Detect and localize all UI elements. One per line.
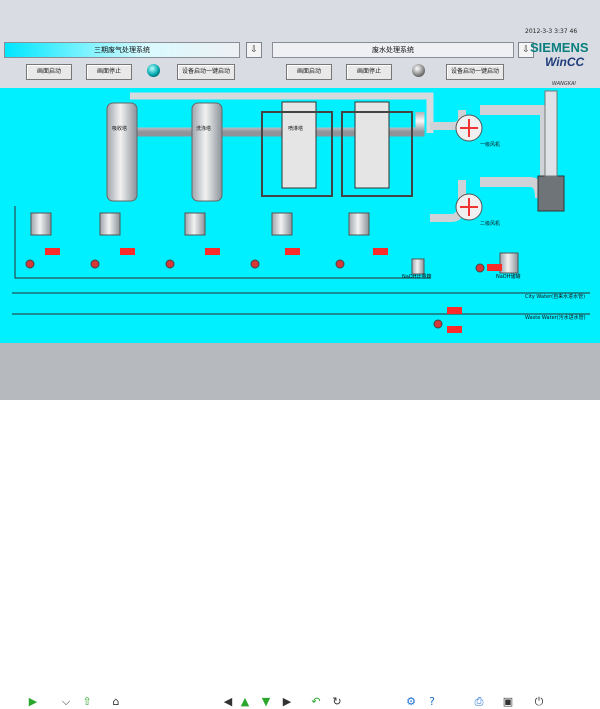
- pump-4: [250, 259, 260, 269]
- left-system-title[interactable]: 三期废气处理系统: [4, 42, 240, 58]
- fan-label-1: 一级风机: [480, 141, 500, 148]
- off-tag-8: [447, 326, 462, 333]
- fan-1-blades: [460, 119, 478, 137]
- author-label: WANGKAI: [552, 81, 576, 87]
- up-icon[interactable]: ⇧: [82, 695, 92, 708]
- header-pipe-1: [14, 206, 430, 279]
- off-tag-3: [205, 248, 220, 255]
- left-stop-button[interactable]: 画面停止: [86, 64, 132, 80]
- top-duct-upper: [130, 92, 434, 133]
- tower-label-3: 喷淋塔: [288, 125, 303, 132]
- filter-icon[interactable]: ⌵: [61, 695, 71, 708]
- pump-6: [475, 263, 485, 273]
- tower-1: [106, 102, 138, 202]
- right-one-click-start-button[interactable]: 设备启动一键启动: [446, 64, 504, 80]
- refresh-icon[interactable]: ↻: [332, 695, 342, 708]
- siemens-logo: SIEMENS: [530, 40, 589, 55]
- right-icon[interactable]: ▶: [282, 695, 292, 708]
- right-dropdown-button[interactable]: ⇩: [518, 42, 534, 58]
- pump-1: [25, 259, 35, 269]
- scrubber-frame-2: [341, 111, 413, 197]
- fan-label-2: 二级风机: [480, 220, 500, 227]
- settings-icon[interactable]: ⚙: [406, 695, 416, 708]
- tank-small-5: [348, 212, 370, 236]
- left-icon[interactable]: ◀: [223, 695, 233, 708]
- help-icon[interactable]: ?: [429, 695, 435, 708]
- pump-2: [90, 259, 100, 269]
- pump-7: [433, 319, 443, 329]
- off-tag-6: [487, 264, 502, 271]
- back-icon[interactable]: ↶: [311, 695, 321, 708]
- window-icon[interactable]: ▣: [502, 695, 514, 708]
- tower-label-2: 洗涤塔: [196, 125, 211, 132]
- tank-small-3: [184, 212, 206, 236]
- waste-water-label: Waste Water(污水进水管): [525, 314, 586, 321]
- off-tag-1: [45, 248, 60, 255]
- right-stop-button[interactable]: 画面停止: [346, 64, 392, 80]
- left-dropdown-button[interactable]: ⇩: [246, 42, 262, 58]
- tank-small-4: [271, 212, 293, 236]
- stack-chimney: [544, 90, 558, 177]
- city-water-label: City Water(自来水进水管): [525, 293, 585, 300]
- print-icon[interactable]: ⎙: [474, 695, 484, 708]
- right-system-title[interactable]: 废水处理系统: [272, 42, 514, 58]
- pump-3: [165, 259, 175, 269]
- tower-3: [281, 101, 317, 189]
- storage-tank: [499, 252, 519, 274]
- right-start-button[interactable]: 画面启动: [286, 64, 332, 80]
- dosing-tank-label: NaOH计量箱: [402, 273, 432, 280]
- tower-label-1: 吸收塔: [112, 125, 127, 132]
- right-status-lamp: [412, 64, 425, 77]
- header-panel: 2012-3-3 3:37 46 三期废气处理系统 ⇩ 废水处理系统 ⇩ 画面启…: [0, 0, 600, 88]
- down-icon[interactable]: ▼: [261, 695, 271, 708]
- up-arrow-icon[interactable]: ▲: [240, 695, 250, 708]
- tower-2: [191, 102, 223, 202]
- stack-duct-lower: [480, 177, 545, 199]
- play-icon[interactable]: ▶: [28, 695, 38, 708]
- tower-4: [354, 101, 390, 189]
- left-one-click-start-button[interactable]: 设备启动一键启动: [177, 64, 235, 80]
- fan-2-blades: [460, 198, 478, 216]
- tank-small-1: [30, 212, 52, 236]
- stack-base: [537, 175, 565, 212]
- exit-icon[interactable]: ⏻: [534, 695, 544, 708]
- process-flow-diagram: City Water(自来水进水管) Waste Water(污水进水管) 一级…: [8, 90, 590, 333]
- off-tag-5: [373, 248, 388, 255]
- pump-5: [335, 259, 345, 269]
- timestamp: 2012-3-3 3:37 46: [525, 28, 578, 35]
- wincc-logo: WinCC: [545, 55, 585, 69]
- left-start-button[interactable]: 画面启动: [26, 64, 72, 80]
- tank-small-2: [99, 212, 121, 236]
- bottom-toolbar: ▶ ⌵ ⇧ ⌂ ◀ ▲ ▼ ▶ ↶ ↻ ⚙ ? ⎙ ▣ ⏻: [0, 343, 600, 708]
- off-tag-7: [447, 307, 462, 314]
- storage-tank-label: NaOH储罐: [496, 273, 521, 280]
- process-diagram-panel: City Water(自来水进水管) Waste Water(污水进水管) 一级…: [0, 88, 600, 343]
- home-icon[interactable]: ⌂: [112, 695, 120, 708]
- dosing-tank: [411, 258, 425, 275]
- left-status-lamp: [147, 64, 160, 77]
- scrubber-frame-1: [261, 111, 333, 197]
- off-tag-2: [120, 248, 135, 255]
- off-tag-4: [285, 248, 300, 255]
